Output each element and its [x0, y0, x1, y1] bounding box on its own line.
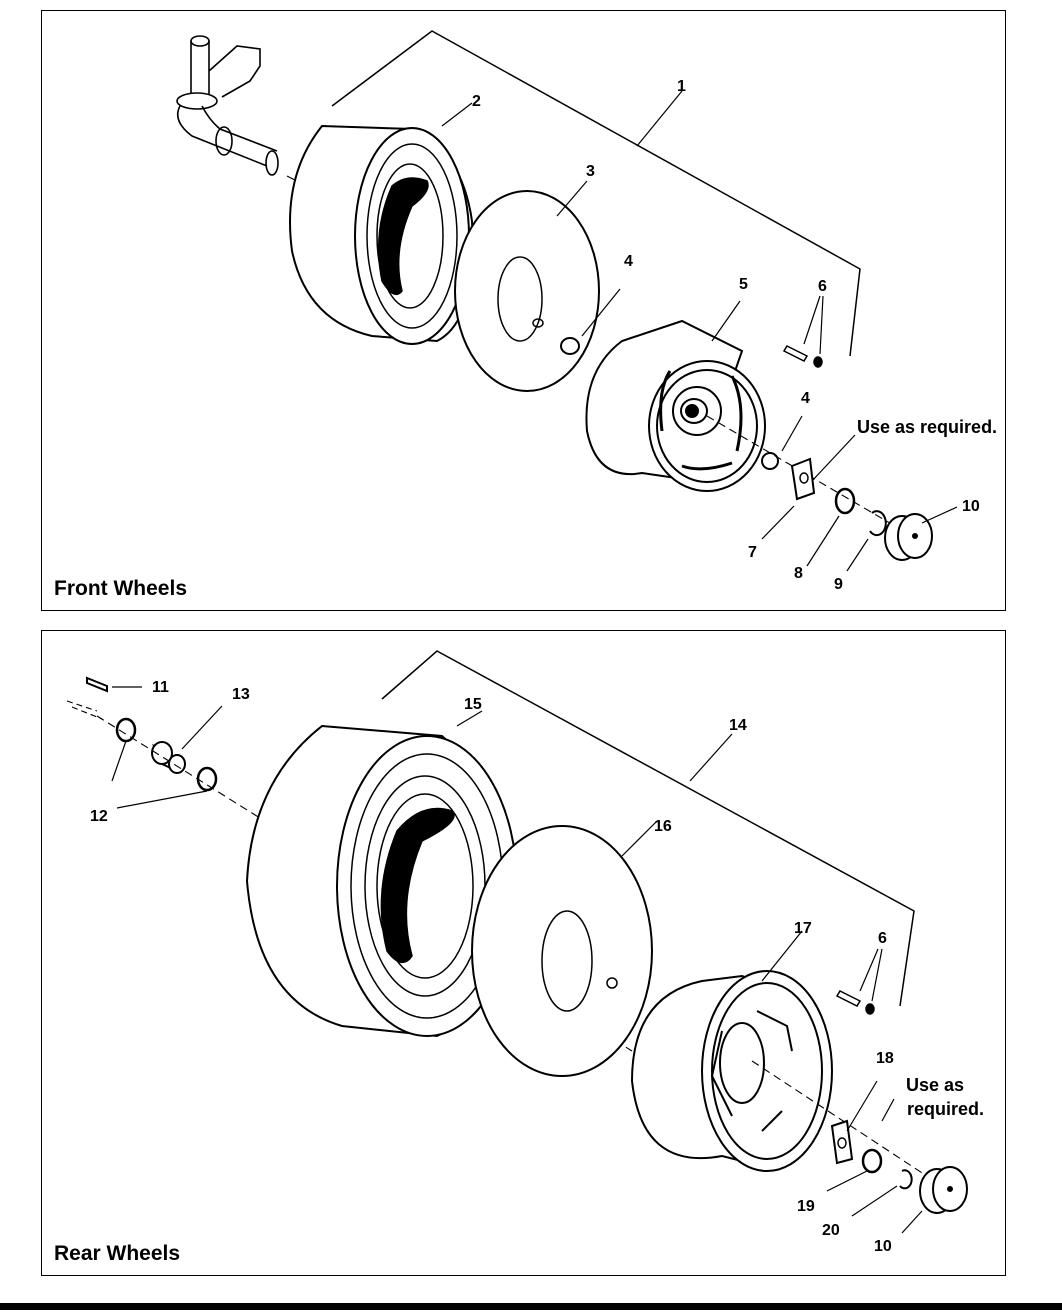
front-tire — [290, 126, 473, 344]
callout-10: 10 — [874, 1238, 892, 1255]
callout-10: 10 — [962, 498, 980, 515]
callout-20: 20 — [822, 1222, 840, 1239]
callout-2: 2 — [472, 93, 481, 110]
callout-14: 14 — [729, 717, 747, 734]
callout-6: 6 — [818, 278, 827, 295]
rear-usage-note-line2: required. — [907, 1099, 984, 1119]
rear-usage-note-line1: Use as — [906, 1075, 964, 1095]
callout-19: 19 — [797, 1198, 815, 1215]
callout-9: 9 — [834, 576, 843, 593]
rear-tube — [472, 826, 652, 1076]
rear-wheels-panel: 11 13 15 14 12 16 17 6 18 19 20 10 Use a… — [41, 630, 1006, 1276]
rear-washer-right — [198, 768, 216, 790]
callout-6: 6 — [878, 930, 887, 947]
callout-3: 3 — [586, 163, 595, 180]
rear-wheels-title: Rear Wheels — [54, 1242, 180, 1266]
callout-12: 12 — [90, 808, 108, 825]
front-rim — [586, 321, 765, 491]
callout-11: 11 — [152, 679, 169, 696]
callout-17: 17 — [794, 920, 812, 937]
front-bearing-outer — [762, 453, 778, 469]
front-wheels-diagram: 1 2 3 4 5 6 4 7 8 9 10 Use as required. — [42, 11, 1007, 612]
callout-7: 7 — [748, 544, 757, 561]
front-washer — [836, 489, 854, 513]
front-tube — [455, 191, 599, 391]
callout-16: 16 — [654, 818, 672, 835]
front-usage-note: Use as required. — [857, 417, 997, 437]
callout-13: 13 — [232, 686, 250, 703]
callout-4b: 4 — [801, 390, 810, 407]
front-spacer — [792, 459, 814, 499]
rear-rim — [632, 971, 832, 1171]
callout-18: 18 — [876, 1050, 894, 1067]
callout-5: 5 — [739, 276, 748, 293]
rear-valve-stem — [837, 991, 874, 1014]
callout-15: 15 — [464, 696, 482, 713]
front-wheels-title: Front Wheels — [54, 577, 187, 601]
rear-key — [87, 678, 107, 691]
callout-4a: 4 — [624, 253, 633, 270]
front-spindle — [177, 36, 278, 175]
callout-8: 8 — [794, 565, 803, 582]
front-hub-cap — [885, 514, 932, 560]
front-valve-stem — [784, 346, 822, 367]
rear-hub-cap — [920, 1167, 967, 1213]
page-bottom-rule — [0, 1303, 1062, 1310]
rear-snap-ring — [900, 1170, 912, 1188]
front-wheels-panel: 1 2 3 4 5 6 4 7 8 9 10 Use as required. … — [41, 10, 1006, 611]
front-snap-ring — [870, 511, 886, 535]
rear-washer — [863, 1150, 881, 1172]
callout-1: 1 — [677, 78, 686, 95]
rear-wheels-diagram: 11 13 15 14 12 16 17 6 18 19 20 10 Use a… — [42, 631, 1007, 1277]
